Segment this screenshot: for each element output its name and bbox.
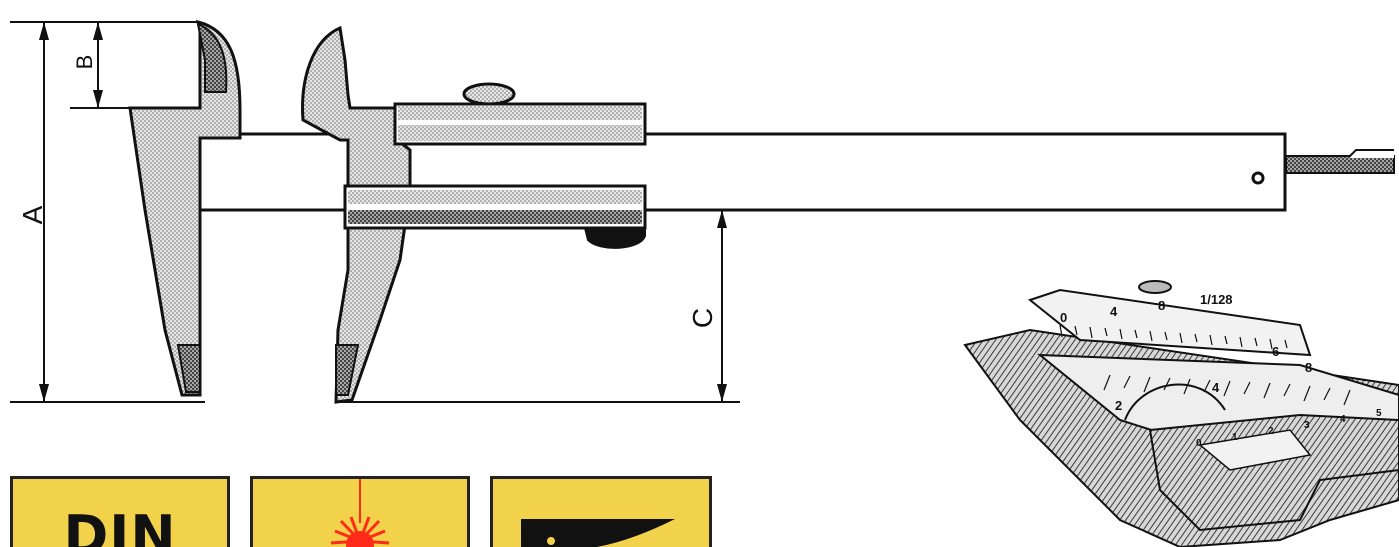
laser-icon <box>330 479 390 547</box>
anvil-badge <box>490 476 712 547</box>
dimension-c-label: C <box>687 308 718 328</box>
anvil-icon <box>521 519 675 547</box>
vernier-number: 8 <box>1305 360 1312 375</box>
beam-screw-hole <box>1251 171 1265 185</box>
vernier-closeup: 0 4 8 1/128 2 4 6 8 0 1 2 3 4 5 <box>963 280 1399 547</box>
thumb-knob <box>462 82 516 106</box>
scale-number: 0 <box>1060 310 1067 325</box>
bottom-scale-number: 5 <box>1376 408 1382 419</box>
dimension-a: A <box>10 21 205 403</box>
scale-number: 8 <box>1158 298 1165 313</box>
lock-screw <box>583 227 646 249</box>
vernier-knob <box>1138 280 1172 294</box>
dimension-b-label: B <box>72 55 97 70</box>
din-standard-icon: DIN <box>63 504 177 547</box>
slider-upper-bar <box>393 82 647 146</box>
dimension-c: C <box>340 210 740 403</box>
dimension-a-label: A <box>17 205 48 224</box>
dimension-b: B <box>70 22 130 109</box>
bottom-scale-number: 4 <box>1340 414 1346 425</box>
scale-precision-label: 1/128 <box>1200 292 1233 307</box>
din-badge: DIN <box>10 476 230 547</box>
vernier-number: 6 <box>1272 344 1279 359</box>
scale-number: 4 <box>1110 304 1118 319</box>
bottom-scale-number: 1 <box>1232 432 1238 443</box>
bottom-scale-number: 0 <box>1196 438 1202 449</box>
bottom-scale-number: 2 <box>1268 426 1274 437</box>
bottom-scale-number: 3 <box>1304 420 1310 431</box>
vernier-number: 2 <box>1115 398 1122 413</box>
depth-rod <box>1285 149 1395 174</box>
slider-lower-bar <box>343 184 647 249</box>
vernier-number: 4 <box>1212 380 1220 395</box>
laser-badge <box>250 476 470 547</box>
